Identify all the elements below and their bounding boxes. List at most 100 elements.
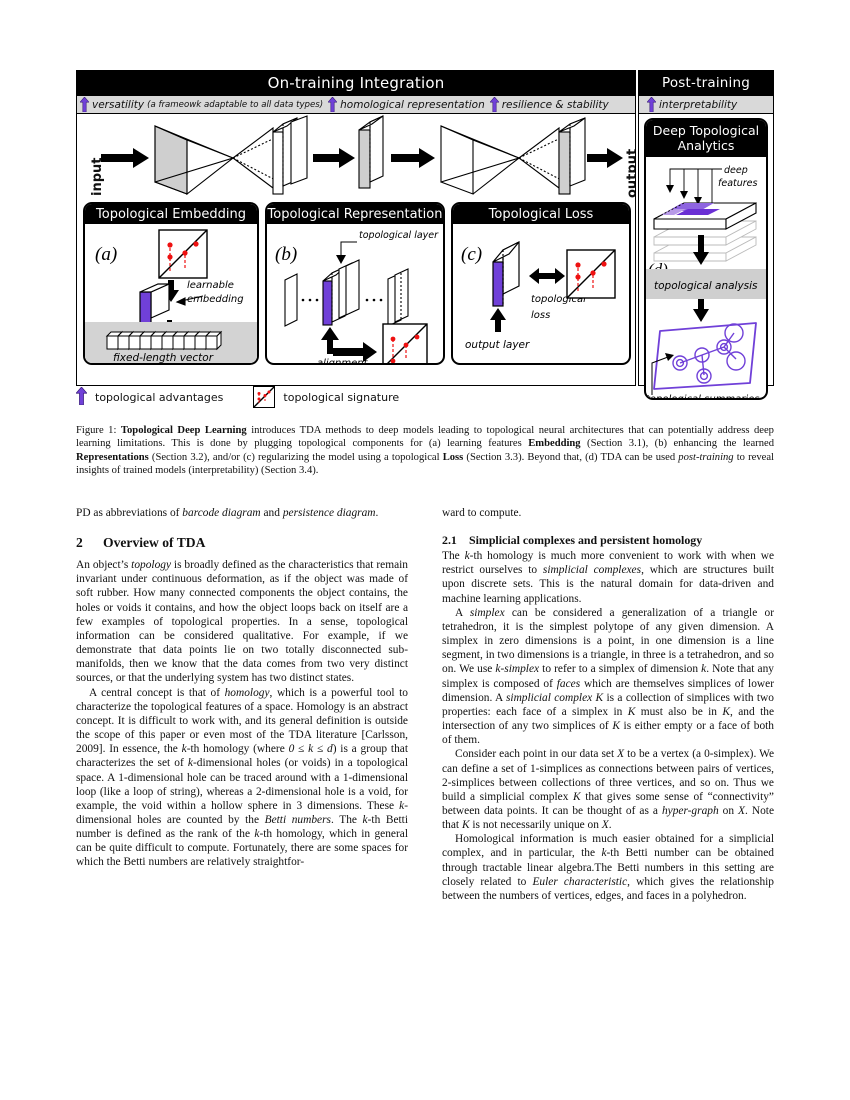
italic-term: k-simplex	[495, 663, 540, 676]
text: -dimensional holes are counted by the	[76, 799, 408, 826]
text: .	[608, 819, 612, 832]
italic-term: hyper-graph	[661, 804, 719, 817]
advantage-homological-representation: homological representation	[326, 96, 488, 113]
text: on	[718, 804, 739, 817]
svg-text:(c): (c)	[461, 244, 482, 265]
text: to be a vertex (a 0-simplex). We can def…	[442, 748, 774, 803]
text: -dimensional holes (or voids) in a topol…	[76, 757, 408, 812]
legend-item-advantages: topological advantages	[75, 385, 224, 408]
panel-title: Topological Embedding	[85, 204, 257, 224]
italic-term: topology	[131, 559, 172, 572]
caption-italic-1: post-training	[678, 451, 734, 463]
method-panels: Topological Embedding (a)	[77, 202, 637, 369]
paragraph-1: The k-th homology is much more convenien…	[442, 549, 774, 606]
text: is not necessarily unique on	[469, 819, 602, 832]
text: ) is a group that characterizes the set …	[76, 743, 408, 770]
legend-label: topological signature	[283, 390, 400, 404]
signature-square-icon	[253, 386, 276, 408]
paragraph-continued: PD as abbreviations of barcode diagram a…	[76, 506, 408, 520]
math-var: k	[187, 757, 193, 770]
math-var: X	[738, 804, 746, 817]
text: , which gives the relationship between t…	[442, 875, 775, 902]
text: is either empty or a face of both of the…	[442, 720, 774, 747]
italic-term: homology	[224, 686, 270, 699]
legend-item-signature: topological signature	[253, 386, 399, 408]
up-arrow-icon	[328, 97, 338, 112]
math-var: K	[461, 819, 470, 832]
output-label: output	[625, 148, 635, 198]
math-var: K	[612, 720, 620, 733]
advantage-sublabel: (a frameowk adaptable to all data types)	[147, 99, 324, 110]
italic-term: Betti numbers	[264, 813, 331, 826]
math-var: k	[701, 663, 707, 676]
text: which are themselves simplices of lower …	[442, 677, 774, 704]
advantage-resilience-stability: resilience & stability	[488, 96, 612, 113]
legend-label: topological advantages	[95, 390, 224, 404]
italic-term: barcode diagram	[182, 507, 261, 519]
math-expr: 0 ≤ k ≤ d	[288, 743, 333, 756]
paragraph-2: A central concept is that of homology, w…	[76, 686, 408, 870]
advantage-versatility: versatility (a frameowk adaptable to all…	[77, 96, 326, 113]
math-var: k	[362, 813, 368, 826]
topological-loss-label-2: loss	[531, 310, 550, 321]
topological-layer-label: topological layer	[359, 230, 439, 241]
text: that gives some sense of “connectivity” …	[442, 790, 774, 817]
panel-topological-embedding: Topological Embedding (a)	[83, 202, 259, 365]
svg-text:(b): (b)	[275, 244, 297, 265]
panel-title: Topological Representation	[267, 204, 443, 224]
deep-label: deep	[724, 165, 748, 176]
text: Consider each point in our data set	[455, 748, 618, 761]
paragraph-continued: ward to compute.	[442, 507, 522, 519]
text: -th Betti number can be obtained through…	[442, 847, 774, 888]
on-training-header: On-training Integration	[77, 71, 635, 95]
learnable-label: learnable	[187, 280, 234, 291]
advantage-label: versatility	[92, 98, 145, 111]
math-var: K	[722, 705, 731, 718]
panel-deep-topological-analytics: Deep Topological Analytics deep features	[644, 118, 768, 400]
alignment-label: alignment	[317, 358, 369, 365]
math-var: k	[181, 743, 187, 756]
topological-loss-label-1: topological	[531, 294, 586, 305]
math-var: k	[464, 550, 470, 563]
up-arrow-icon	[489, 97, 499, 112]
caption-bold-1: Topological Deep Learning	[120, 425, 247, 436]
post-training-box: Post-training interpretability Deep Topo…	[638, 70, 774, 400]
text: Homological information is much easier o…	[442, 833, 774, 860]
input-label: input	[90, 157, 105, 197]
svg-text:(a): (a)	[95, 244, 117, 265]
text: .	[375, 507, 379, 519]
math-var: k	[254, 828, 260, 841]
up-arrow-icon	[80, 97, 89, 112]
advantage-label: interpretability	[659, 98, 738, 111]
figure-1: On-training Integration versatility (a f…	[76, 70, 774, 400]
figure-caption: Figure 1: Topological Deep Learning intr…	[76, 424, 774, 477]
text: is broadly defined as the characteristic…	[76, 559, 408, 685]
caption-bold-3: Representations	[76, 451, 149, 463]
text: must also be in	[635, 705, 723, 718]
italic-term: faces	[556, 677, 581, 690]
section-title: Overview of TDA	[103, 535, 206, 551]
output-layer-label: output layer	[465, 339, 530, 351]
italic-term: simplicial complexes	[542, 564, 642, 577]
math-var: k	[601, 847, 607, 860]
advantage-label: homological representation	[340, 98, 485, 111]
section-heading-2: 2 Overview of TDA	[76, 535, 408, 551]
topological-summaries-label: topological summaries	[646, 394, 760, 400]
topological-analysis-label: topological analysis	[654, 280, 758, 292]
dta-title-line1: Deep Topological	[652, 123, 760, 138]
math-var: K	[573, 790, 581, 803]
section-number: 2	[76, 535, 83, 551]
italic-term: Euler characteristic	[532, 875, 628, 888]
text: The	[442, 550, 465, 563]
post-advantage-bar: interpretability	[639, 95, 773, 114]
caption-bold-2: Embedding	[528, 438, 581, 450]
on-training-integration-box: On-training Integration versatility (a f…	[76, 70, 636, 386]
math-var: X	[617, 748, 625, 761]
figure-legend: topological advantages topological signa…	[75, 385, 774, 408]
dta-title-line2: Analytics	[677, 138, 735, 153]
dta-title: Deep Topological Analytics	[646, 120, 766, 157]
paragraph-2: A simplex can be considered a generaliza…	[442, 606, 774, 748]
text: , which are structures built upon discre…	[442, 564, 774, 605]
post-training-header: Post-training	[639, 71, 773, 95]
